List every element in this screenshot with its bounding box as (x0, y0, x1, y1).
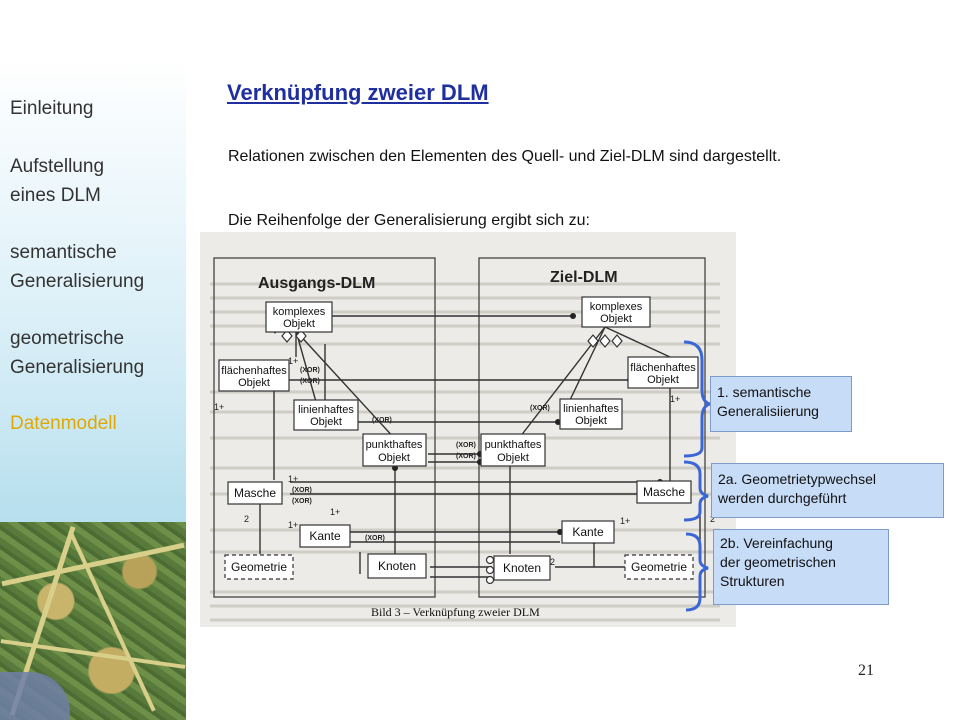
multiplicity-label: 1+ (214, 402, 224, 412)
node-left-flaechen: flächenhaftes (221, 365, 287, 377)
node-right-punkt: Objekt (497, 452, 529, 464)
brace-1-icon (684, 340, 710, 458)
multiplicity-label: 1+ (288, 474, 298, 484)
page-number: 21 (858, 662, 874, 679)
xor-label: (XOR) (300, 367, 320, 374)
nav-item-line: Aufstellung (10, 156, 105, 177)
xor-label: (XOR) (456, 442, 476, 449)
callout-vereinfachung: 2b. Vereinfachung der geometrischen Stru… (713, 529, 889, 605)
nav-item-semantische[interactable]: semantische Generalisierung (10, 240, 185, 294)
diagram-caption: Bild 3 – Verknüpfung zweier DLM (371, 605, 540, 619)
multiplicity-label: 2 (550, 557, 555, 567)
xor-label: (XOR) (300, 378, 320, 385)
node-left-komplex: Objekt (283, 318, 315, 330)
xor-label: (XOR) (292, 498, 312, 505)
node-left-komplex: komplexes (273, 306, 326, 318)
sidebar: Einleitung Aufstellung eines DLM semanti… (0, 0, 186, 720)
bracket-2b (686, 532, 709, 612)
right-header: Ziel-DLM (550, 269, 618, 286)
nav-item-aufstellung[interactable]: Aufstellung eines DLM (10, 154, 185, 208)
multiplicity-label: 1+ (670, 394, 680, 404)
nav-item-geometrische[interactable]: geometrische Generalisierung (10, 326, 185, 380)
node-left-linien: linienhaftes (298, 404, 354, 416)
xor-label: (XOR) (530, 405, 550, 412)
node-left-geometrie: Geometrie (231, 560, 287, 574)
aerial-photo (0, 522, 186, 720)
node-right-linien: Objekt (575, 415, 607, 427)
nav-item-line: semantische (10, 242, 117, 263)
node-right-knoten: Knoten (503, 561, 541, 575)
xor-label: (XOR) (372, 417, 392, 424)
callout-line: der geometrischen (720, 554, 836, 570)
callout-line: Generalisiierung (717, 403, 819, 419)
callout-semantische: 1. semantische Generalisiierung (710, 376, 852, 432)
xor-label: (XOR) (365, 535, 385, 542)
node-right-linien: linienhaftes (563, 403, 619, 415)
nav-item-einleitung[interactable]: Einleitung (10, 98, 94, 119)
brace-2b-icon (686, 532, 709, 612)
bracket-icons (684, 340, 710, 522)
node-right-komplex: komplexes (590, 301, 643, 313)
node-right-komplex: Objekt (600, 313, 632, 325)
nav-item-line: Generalisierung (10, 357, 145, 378)
node-right-kante: Kante (572, 525, 604, 539)
nav-item-line: geometrische (10, 328, 125, 349)
node-left-linien: Objekt (310, 416, 342, 428)
node-left-punkt: Objekt (378, 452, 410, 464)
xor-label: (XOR) (292, 487, 312, 494)
nav-item-line: eines DLM (10, 185, 101, 206)
node-left-flaechen: Objekt (238, 377, 270, 389)
node-right-geometrie: Geometrie (631, 560, 687, 574)
multiplicity-label: 1+ (620, 516, 630, 526)
order-paragraph: Die Reihenfolge der Generalisierung ergi… (228, 212, 590, 229)
callout-line: werden durchgeführt (718, 490, 847, 506)
left-header: Ausgangs-DLM (258, 275, 375, 292)
multiplicity-label: 1+ (330, 507, 340, 517)
node-right-flaechen: Objekt (647, 374, 679, 386)
node-left-punkt: punkthaftes (366, 439, 423, 451)
multiplicity-label: 2 (710, 514, 715, 524)
callout-geometrietypwechsel: 2a. Geometrietypwechsel werden durchgefü… (711, 463, 944, 518)
xor-label: (XOR) (456, 453, 476, 460)
node-left-kante: Kante (309, 529, 341, 543)
callout-line: Strukturen (720, 573, 785, 589)
nav-item-datenmodell[interactable]: Datenmodell (10, 413, 117, 434)
node-right-masche: Masche (643, 485, 685, 499)
node-right-punkt: punkthaftes (485, 439, 542, 451)
node-left-knoten: Knoten (378, 559, 416, 573)
intro-paragraph: Relationen zwischen den Elementen des Qu… (228, 148, 782, 165)
nav-item-line: Generalisierung (10, 271, 145, 292)
dlm-diagram: Ausgangs-DLM Ziel-DLM (200, 232, 736, 627)
node-left-masche: Masche (234, 486, 276, 500)
brace-2a-icon (684, 460, 709, 522)
multiplicity-label: 1+ (288, 356, 298, 366)
multiplicity-label: 1+ (288, 520, 298, 530)
callout-line: 1. semantische (717, 384, 812, 400)
page-title: Verknüpfung zweier DLM (227, 80, 489, 105)
callout-line: 2a. Geometrietypwechsel (718, 471, 876, 487)
node-right-flaechen: flächenhaftes (630, 362, 696, 374)
callout-line: 2b. Vereinfachung (720, 535, 833, 551)
multiplicity-label: 2 (244, 514, 249, 524)
